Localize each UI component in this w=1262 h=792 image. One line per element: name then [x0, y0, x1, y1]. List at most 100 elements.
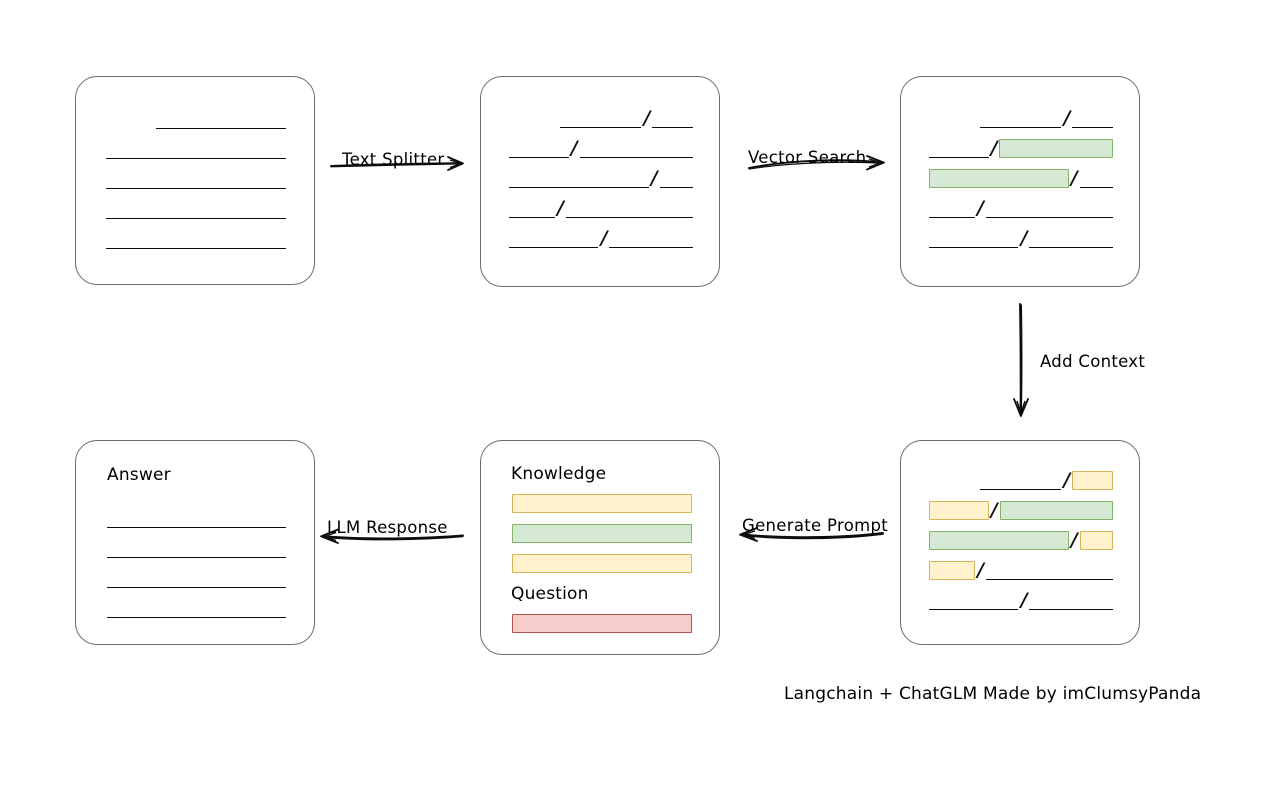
- line-separator: /: [1063, 106, 1071, 129]
- document-line: /: [929, 103, 1113, 133]
- arrow-right-icon: [330, 156, 464, 171]
- document-line: /: [509, 223, 693, 253]
- answer-title: Answer: [107, 465, 171, 485]
- text-underline: [980, 465, 1062, 490]
- document-line: /: [929, 525, 1113, 555]
- node-context-document[interactable]: /////: [900, 440, 1140, 645]
- text-underline: [652, 103, 693, 128]
- text-underline: [509, 223, 599, 248]
- answer-lines: [107, 503, 286, 623]
- text-underline: [106, 164, 286, 189]
- node-matched-document[interactable]: / / / / /: [900, 76, 1140, 287]
- document-line: /: [929, 555, 1113, 585]
- document-line: /: [929, 465, 1113, 495]
- line-separator: /: [990, 136, 998, 159]
- text-underline: [106, 134, 286, 159]
- text-underline: [929, 193, 975, 218]
- document-line: /: [929, 585, 1113, 615]
- line-separator: /: [1070, 528, 1078, 551]
- line-separator: /: [976, 558, 984, 581]
- edge-vector-search: Vector Search: [748, 148, 890, 193]
- line-separator: /: [570, 136, 578, 159]
- document-line: [107, 593, 286, 623]
- document-line: /: [929, 495, 1113, 525]
- highlight-green: [929, 530, 1069, 550]
- arrow-down-icon: [1013, 303, 1029, 417]
- text-underline: [929, 223, 1019, 248]
- highlight-green: [999, 500, 1113, 520]
- node-prompt[interactable]: Knowledge Question: [480, 440, 720, 655]
- document-line: [106, 134, 286, 164]
- edge-add-context-label: Add Context: [1040, 352, 1146, 371]
- edge-text-splitter-label: Text Splitter: [342, 150, 445, 169]
- text-underline: [155, 104, 286, 129]
- text-underline: [560, 103, 642, 128]
- text-underline: [985, 193, 1113, 218]
- line-separator: /: [643, 106, 651, 129]
- document-line: [106, 224, 286, 254]
- source-document-lines: [106, 104, 286, 254]
- arrow-left-icon: [739, 527, 884, 542]
- edge-add-context: Add Context: [1008, 303, 1168, 423]
- highlight-green: [999, 138, 1113, 158]
- arrow-left-icon: [320, 528, 464, 544]
- highlight-yellow: [1072, 470, 1113, 490]
- line-indent: [929, 103, 980, 133]
- text-underline: [107, 593, 286, 618]
- context-document-lines: /////: [929, 465, 1113, 615]
- footer-credit: Langchain + ChatGLM Made by imClumsyPand…: [784, 684, 1202, 704]
- line-separator: /: [556, 196, 564, 219]
- document-line: [107, 533, 286, 563]
- text-underline: [609, 223, 693, 248]
- document-line: [107, 503, 286, 533]
- document-line: /: [929, 193, 1113, 223]
- text-underline: [1029, 223, 1113, 248]
- edge-text-splitter: Text Splitter: [330, 150, 470, 195]
- edge-vector-search-label: Vector Search: [748, 148, 867, 167]
- highlight-yellow: [1079, 530, 1113, 550]
- text-underline: [659, 163, 693, 188]
- text-underline: [980, 103, 1062, 128]
- text-underline: [509, 133, 569, 158]
- text-underline: [106, 224, 286, 249]
- document-line: /: [929, 163, 1113, 193]
- line-separator: /: [1070, 166, 1078, 189]
- text-underline: [1072, 103, 1113, 128]
- prompt-question-bars: [512, 614, 692, 633]
- arrow-right-icon: [748, 155, 885, 171]
- prompt-question-label: Question: [511, 584, 589, 604]
- split-document-lines: / / / / /: [509, 103, 693, 253]
- text-underline: [579, 133, 693, 158]
- line-separator: /: [976, 196, 984, 219]
- node-answer[interactable]: Answer: [75, 440, 315, 645]
- line-indent: [929, 465, 980, 495]
- line-separator: /: [1020, 588, 1028, 611]
- text-underline: [985, 555, 1113, 580]
- node-split-document[interactable]: / / / / /: [480, 76, 720, 287]
- text-underline: [107, 533, 286, 558]
- document-line: /: [509, 193, 693, 223]
- line-separator: /: [650, 166, 658, 189]
- node-source-document[interactable]: [75, 76, 315, 285]
- text-underline: [106, 194, 286, 219]
- prompt-bar-red: [512, 614, 692, 633]
- document-line: [106, 164, 286, 194]
- edge-llm-response: LLM Response: [318, 518, 466, 563]
- prompt-bar-yellow: [512, 494, 692, 513]
- line-separator: /: [1020, 226, 1028, 249]
- text-underline: [509, 163, 649, 188]
- text-underline: [107, 563, 286, 588]
- text-underline: [107, 503, 286, 528]
- matched-document-lines: / / / / /: [929, 103, 1113, 253]
- highlight-yellow: [929, 560, 975, 580]
- prompt-bar-yellow: [512, 554, 692, 573]
- prompt-knowledge-label: Knowledge: [511, 464, 607, 484]
- document-line: /: [929, 223, 1113, 253]
- prompt-knowledge-bars: [512, 494, 692, 573]
- edge-llm-response-label: LLM Response: [327, 518, 448, 537]
- document-line: /: [509, 163, 693, 193]
- line-separator: /: [600, 226, 608, 249]
- text-underline: [509, 193, 555, 218]
- document-line: /: [929, 133, 1113, 163]
